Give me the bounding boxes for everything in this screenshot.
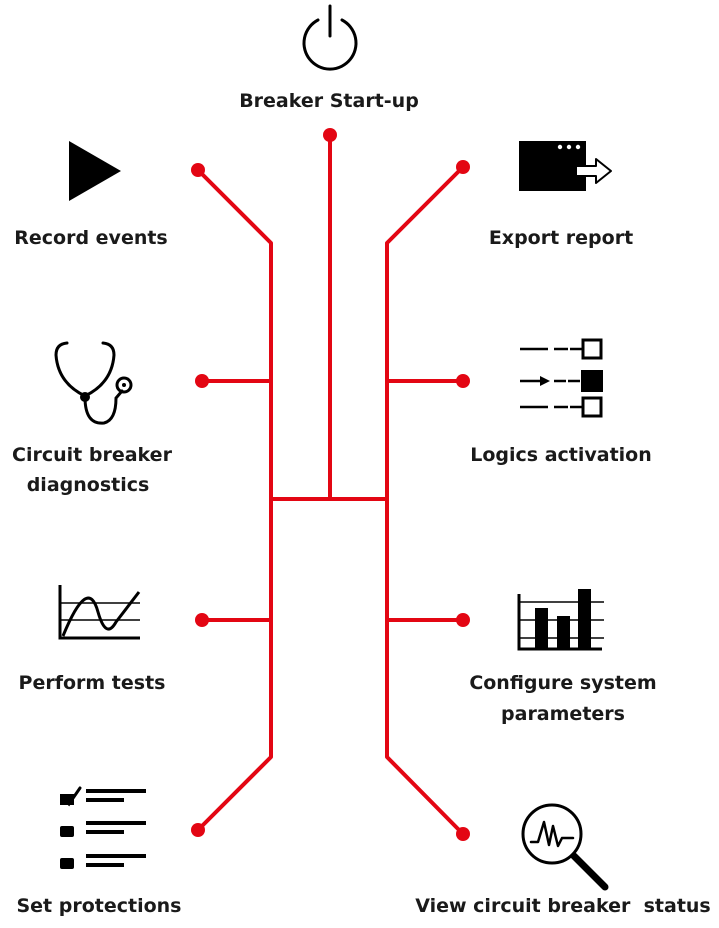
logics-label: Logics activation (470, 444, 652, 466)
power-icon (302, 4, 358, 71)
protections-label: Set protections (16, 895, 181, 917)
feature-diagnostics[interactable]: Circuit breaker diagnostics (12, 341, 173, 496)
checklist-icon (60, 786, 146, 869)
endpoint-logics (456, 374, 470, 388)
feature-config[interactable]: Configure system parameters (469, 589, 657, 725)
tests-label: Perform tests (19, 672, 166, 694)
connector-right-trunk (385, 165, 465, 836)
feature-status[interactable]: View circuit breaker status (415, 803, 711, 917)
feature-tests[interactable]: Perform tests (19, 585, 166, 694)
config-label-line2: parameters (501, 703, 625, 725)
feature-record-events[interactable]: Record events (14, 141, 168, 249)
diagnostics-label-line1: Circuit breaker (12, 444, 173, 466)
endpoint-protections (191, 823, 205, 837)
bar-chart-icon (517, 589, 604, 651)
stethoscope-icon (54, 341, 133, 425)
logic-switches-icon (520, 338, 603, 418)
endpoint-tests (195, 613, 209, 627)
feature-protections[interactable]: Set protections (16, 786, 182, 917)
endpoint-diagnostics (195, 374, 209, 388)
feature-export-report[interactable]: Export report (489, 141, 633, 249)
status-label: View circuit breaker status (415, 895, 711, 917)
endpoint-config (456, 613, 470, 627)
feature-logics[interactable]: Logics activation (470, 338, 652, 466)
endpoint-record-events (191, 163, 205, 177)
endpoint-export-report (456, 160, 470, 174)
record-events-label: Record events (14, 227, 168, 249)
connector-tree (196, 133, 465, 836)
export-report-label: Export report (489, 227, 633, 249)
connector-left-trunk (196, 168, 273, 832)
endpoint-status (456, 827, 470, 841)
diagnostics-label-line2: diagnostics (27, 474, 150, 496)
magnifier-waveform-icon (521, 803, 609, 891)
line-chart-icon (58, 585, 141, 640)
config-label-line1: Configure system (469, 672, 656, 694)
play-icon (69, 141, 121, 201)
export-window-icon (519, 141, 612, 191)
connector-endpoints (191, 128, 470, 841)
feature-startup[interactable]: Breaker Start-up (239, 4, 419, 112)
startup-label: Breaker Start-up (239, 90, 419, 112)
endpoint-startup (323, 128, 337, 142)
